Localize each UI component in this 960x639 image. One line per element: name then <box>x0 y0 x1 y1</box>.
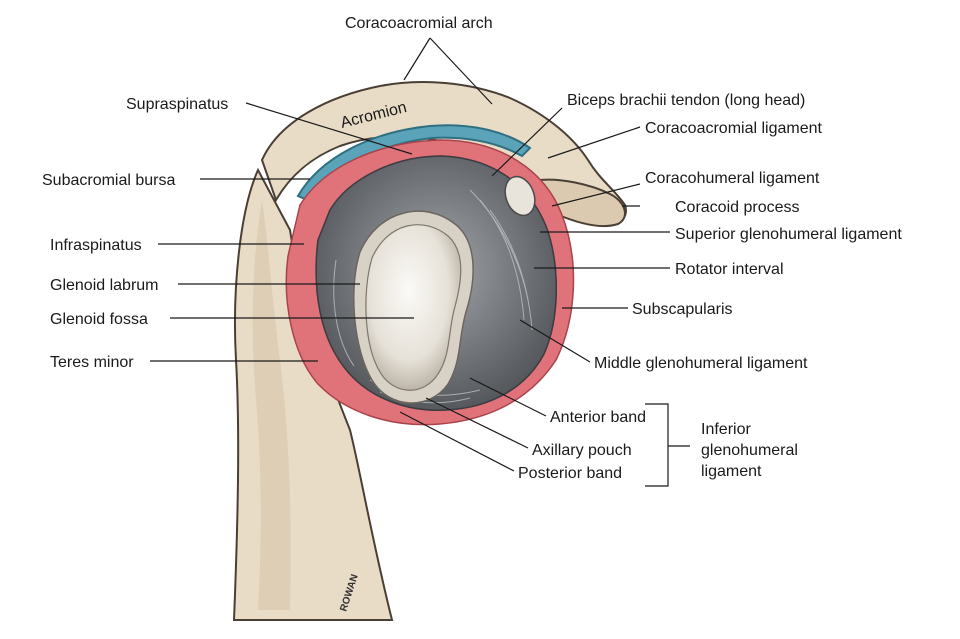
leader-lines <box>150 37 690 487</box>
label-teres-minor: Teres minor <box>50 354 134 371</box>
label-glenoid-labrum: Glenoid labrum <box>50 277 159 294</box>
label-posterior-band: Posterior band <box>518 465 622 482</box>
label-infraspinatus: Infraspinatus <box>50 237 142 254</box>
label-rotator-interval: Rotator interval <box>675 261 784 278</box>
label-axillary-pouch: Axillary pouch <box>532 442 632 459</box>
labels: Coracoacromial arch Supraspinatus Acromi… <box>42 15 902 482</box>
glenoid-fossa <box>365 224 462 391</box>
label-coracoacromial-arch: Coracoacromial arch <box>345 15 493 32</box>
label-anterior-band: Anterior band <box>550 409 646 426</box>
label-coracohumeral-ligament: Coracohumeral ligament <box>645 170 820 187</box>
label-coracoid-process: Coracoid process <box>675 199 800 216</box>
label-subacromial-bursa: Subacromial bursa <box>42 172 176 189</box>
biceps-tendon <box>504 175 536 217</box>
label-igl-line3: ligament <box>701 463 762 480</box>
label-igl-line1: Inferior <box>701 421 751 438</box>
label-superior-glenohumeral-ligament: Superior glenohumeral ligament <box>675 226 902 243</box>
humerus-shading <box>252 200 291 610</box>
label-glenoid-fossa: Glenoid fossa <box>50 311 148 328</box>
label-supraspinatus: Supraspinatus <box>126 96 228 113</box>
label-subscapularis: Subscapularis <box>632 301 733 318</box>
label-igl-line2: glenohumeral <box>701 442 798 459</box>
label-biceps-tendon: Biceps brachii tendon (long head) <box>567 92 805 109</box>
label-coracoacromial-ligament: Coracoacromial ligament <box>645 120 823 137</box>
label-middle-glenohumeral-ligament: Middle glenohumeral ligament <box>594 355 808 372</box>
